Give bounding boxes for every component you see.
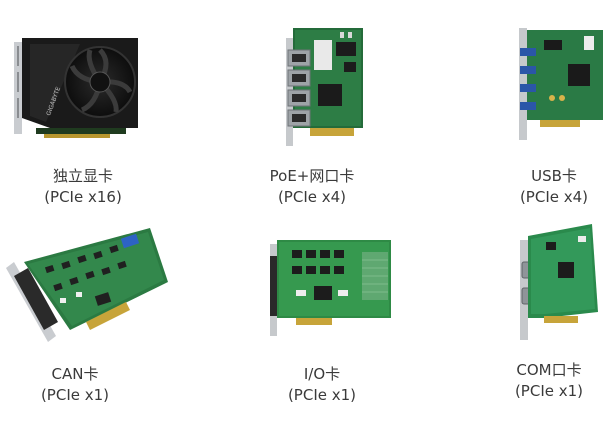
card-label-poe: PoE+网口卡 (PCIe x4) — [252, 166, 372, 208]
card-spec: (PCIe x1) — [287, 386, 357, 404]
card-name: I/O卡 — [303, 365, 341, 383]
card-name: PoE+网口卡 — [269, 167, 355, 185]
card-label-com: COM口卡 (PCIe x1) — [489, 360, 609, 402]
card-label-can: CAN卡 (PCIe x1) — [15, 364, 135, 406]
card-spec: (PCIe x4) — [277, 188, 347, 206]
card-name: CAN卡 — [51, 365, 99, 383]
card-spec: (PCIe x4) — [519, 188, 589, 206]
card-name: USB卡 — [531, 167, 577, 185]
card-label-gpu: 独立显卡 (PCIe x16) — [23, 166, 143, 208]
card-spec: (PCIe x1) — [514, 382, 584, 400]
card-spec: (PCIe x1) — [40, 386, 110, 404]
card-spec: (PCIe x16) — [44, 188, 122, 206]
card-label-io: I/O卡 (PCIe x1) — [262, 364, 382, 406]
card-label-usb: USB卡 (PCIe x4) — [494, 166, 611, 208]
card-name: 独立显卡 — [52, 167, 113, 185]
card-name: COM口卡 — [516, 361, 582, 379]
